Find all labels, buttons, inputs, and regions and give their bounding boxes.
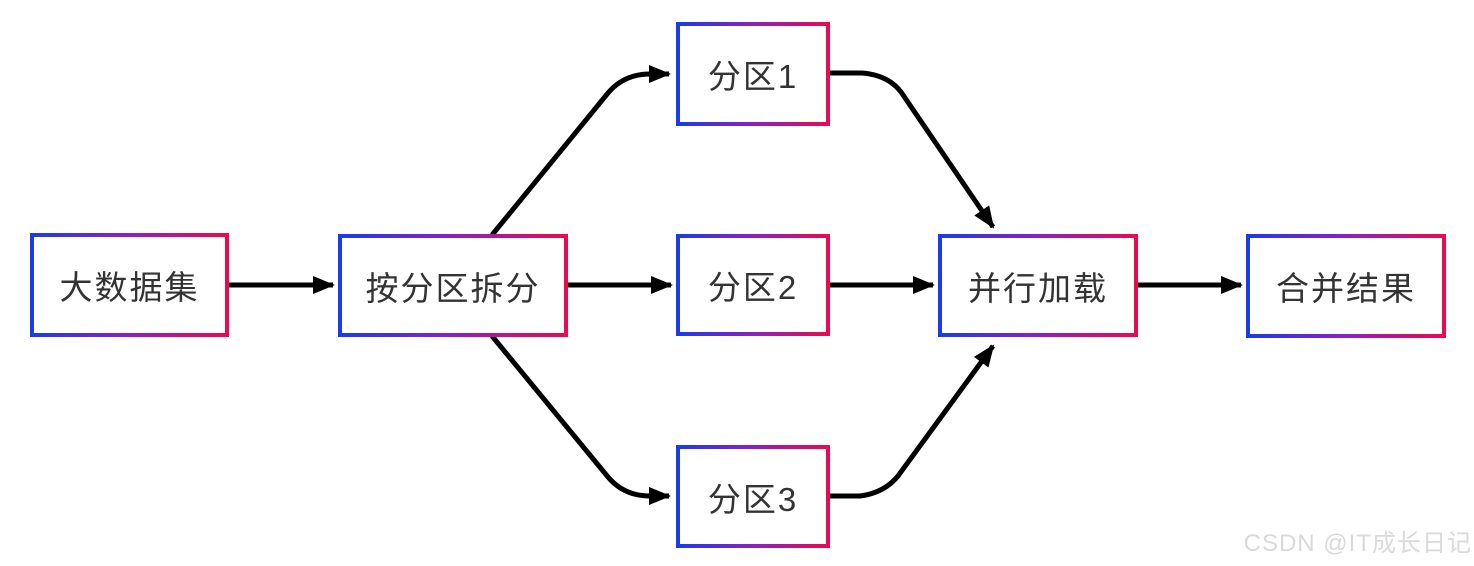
node-parallel-load-label: 并行加载 [968,269,1108,307]
node-merge-result-label: 合并结果 [1276,270,1416,307]
node-partition-1: 分区1 [676,22,830,126]
edge-partition3-to-load-arrow [830,344,996,499]
watermark: CSDN @IT成长日记 [1243,530,1472,557]
node-dataset: 大数据集 [30,233,229,337]
node-partition-3: 分区3 [676,445,830,548]
node-split: 按分区拆分 [338,234,568,337]
edge-partition1-to-load-arrow [830,70,996,229]
node-split-label: 按分区拆分 [365,269,541,307]
node-merge-result: 合并结果 [1246,234,1446,338]
node-parallel-load: 并行加载 [938,234,1138,337]
node-partition-1-label: 分区1 [707,58,799,95]
node-partition-2-label: 分区2 [707,269,799,306]
edge-split-to-partition1-arrow [490,65,671,237]
node-partition-3-label: 分区3 [707,480,799,518]
node-partition-2: 分区2 [676,234,830,336]
node-dataset-label: 大数据集 [59,269,200,306]
edge-split-to-partition3-arrow [490,334,671,505]
